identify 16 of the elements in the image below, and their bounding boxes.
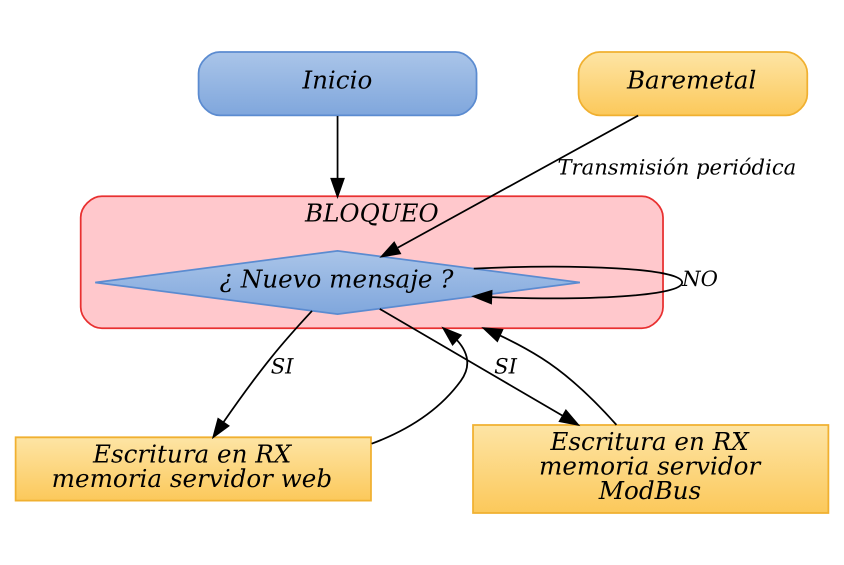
edge-label: Transmisión periódica bbox=[557, 154, 796, 180]
arrow bbox=[371, 326, 468, 445]
node-box: Inicio bbox=[198, 51, 478, 116]
arrow bbox=[379, 308, 580, 426]
edge-label: NO bbox=[682, 266, 718, 292]
edge-label: SI bbox=[270, 353, 294, 378]
arrow bbox=[212, 310, 313, 440]
node-box: Escritura en RX memoria servidor web bbox=[14, 436, 372, 502]
node-box: Baremetal bbox=[578, 51, 808, 116]
arrow bbox=[481, 327, 618, 426]
node-box: Escritura en RX memoria servidor ModBus bbox=[472, 424, 830, 514]
node-diamond: ¿ Nuevo mensaje ? bbox=[94, 250, 581, 316]
arrow bbox=[379, 114, 639, 258]
arrow bbox=[330, 116, 345, 199]
arrow bbox=[471, 266, 684, 305]
edge-label: SI bbox=[494, 353, 517, 378]
